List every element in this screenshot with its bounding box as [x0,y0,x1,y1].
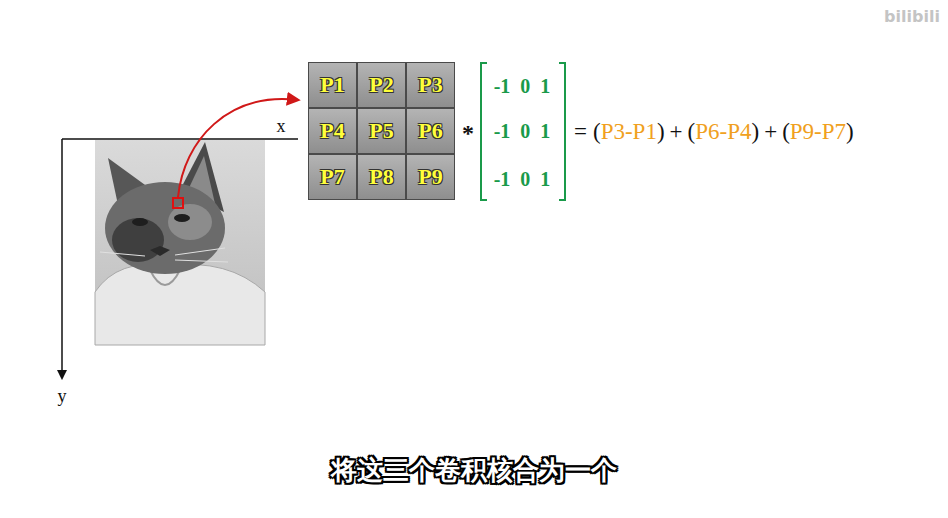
formula-term: P9-P7 [790,119,846,145]
pixel-cell: P9 [406,154,455,200]
cat-eye [132,218,148,226]
pixel-label: P3 [418,72,442,98]
cat-photo [95,140,265,345]
matrix-bracket [559,63,565,200]
formula: =(P3-P1)+(P6-P4)+(P9-P7) [574,119,854,145]
sample-square [173,198,183,208]
pixel-label: P5 [369,118,393,144]
paren: ( [782,119,790,145]
pixel-cell: P4 [308,108,357,154]
equals-sign: = [574,119,587,145]
cat-head [105,182,225,274]
pixel-label: P9 [418,164,442,190]
cat-eye [174,214,190,222]
pixel-cell: P6 [406,108,455,154]
paren: ( [688,119,696,145]
paren: ) [846,119,854,145]
axis-label: y [58,386,67,407]
pointer-arrow [178,99,298,197]
pixel-label: P2 [369,72,393,98]
kernel-row: -1 0 1 [494,120,551,143]
pixel-cell: P1 [308,62,357,108]
pixel-label: P1 [320,72,344,98]
cat-whiskers [100,248,228,262]
plus-sign: + [670,119,683,145]
cat-face-patch [168,204,212,240]
matrix-bracket [481,63,487,200]
paren: ) [657,119,665,145]
pixel-cell: P2 [357,62,406,108]
paren: ) [751,119,759,145]
pixel-cell: P7 [308,154,357,200]
formula-term: P3-P1 [601,119,657,145]
pixel-cell: P5 [357,108,406,154]
pixel-label: P8 [369,164,393,190]
cat-hoodie [95,264,265,345]
axis-label: x [277,116,286,137]
paren: ( [593,119,601,145]
watermark: bilibili [884,7,940,26]
formula-term: P6-P4 [695,119,751,145]
operator: * [462,120,474,147]
pixel-label: P4 [320,118,344,144]
kernel-row: -1 0 1 [494,168,551,191]
pixel-cell: P3 [406,62,455,108]
subtitle: 将这三个卷积核合为一个 [331,453,617,488]
y-axis [61,139,63,378]
plus-sign: + [764,119,777,145]
cat-nose [150,246,170,256]
pixel-label: P7 [320,164,344,190]
x-axis [62,138,298,140]
kernel-row: -1 0 1 [494,75,551,98]
pixel-cell: P8 [357,154,406,200]
pixel-label: P6 [418,118,442,144]
